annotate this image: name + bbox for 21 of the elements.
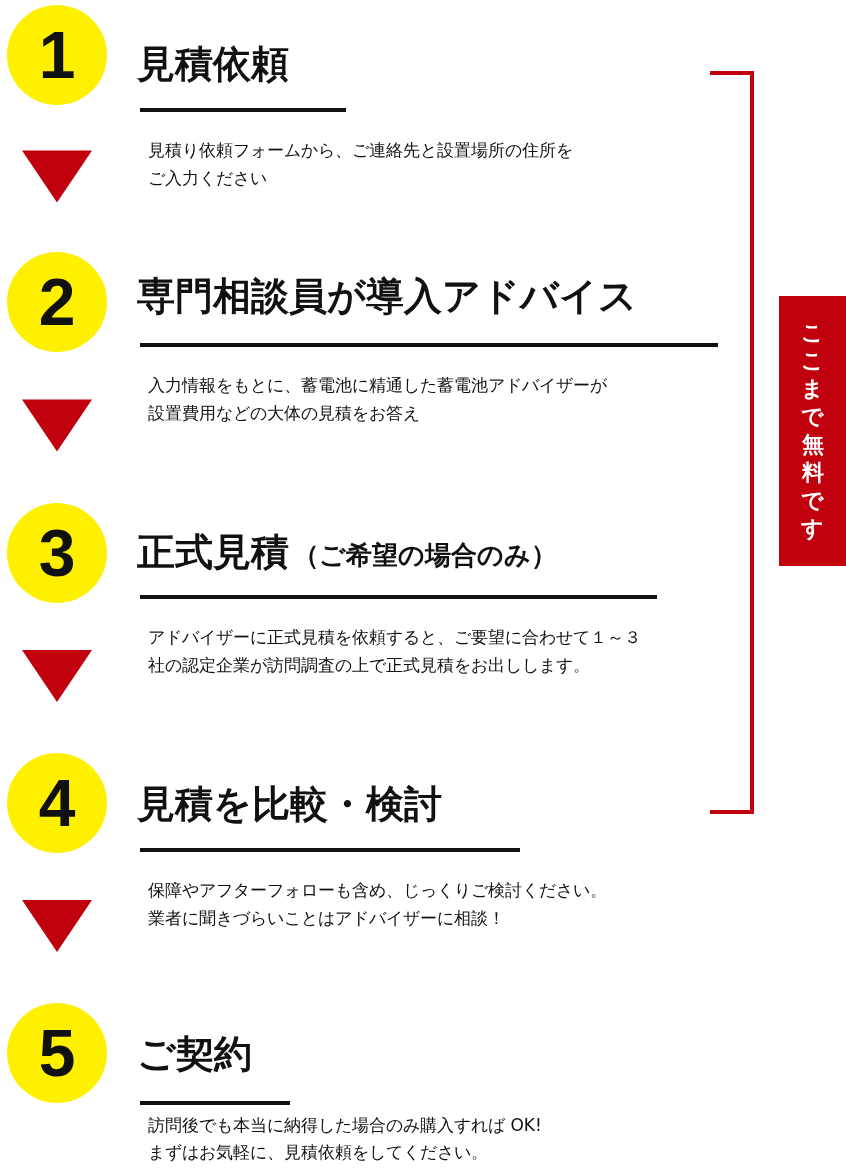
step-heading: 見積依頼 [137, 41, 289, 88]
down-triangle-arrow [22, 399, 92, 452]
step-heading: ご契約 [137, 1031, 252, 1078]
step-subheading: （ご希望の場合のみ） [293, 539, 557, 572]
step-number-circle: 4 [7, 753, 107, 853]
step-description: 保障やアフターフォローも含め、じっくりご検討ください。業者に聞きづらいことはアドバイザーに相談！ [148, 879, 608, 930]
step-heading: 見積を比較・検討 [137, 781, 442, 828]
step-description: 訪問後でも本当に納得した場合のみ購入すれば OK! まずはお気軽に、見積依頼をしてください。 [148, 1114, 543, 1164]
step-number-circle: 5 [7, 1003, 107, 1103]
step-number-circle: 2 [7, 252, 107, 352]
step-heading: 正式見積 [137, 529, 289, 576]
step-heading: 専門相談員が導入アドバイス [137, 273, 637, 320]
free-notice-box: ここまで無料です [779, 296, 846, 566]
down-triangle-arrow [22, 650, 92, 702]
step-description: 見積り依頼フォームから、ご連絡先と設置場所の住所をご入力ください [148, 139, 574, 190]
step-number-circle: 3 [7, 503, 107, 603]
down-triangle-arrow [22, 150, 92, 203]
step-number-circle: 1 [7, 5, 107, 105]
step-description: 入力情報をもとに、蓄電池に精通した蓄電池アドバイザーが設置費用などの大体の見積をお答え [148, 374, 608, 425]
down-triangle-arrow [22, 900, 92, 952]
step-description: アドバイザーに正式見積を依頼すると、ご要望に合わせて１～３社の認定企業が訪問調査の上で正式見積をお出しします。 [148, 626, 642, 677]
